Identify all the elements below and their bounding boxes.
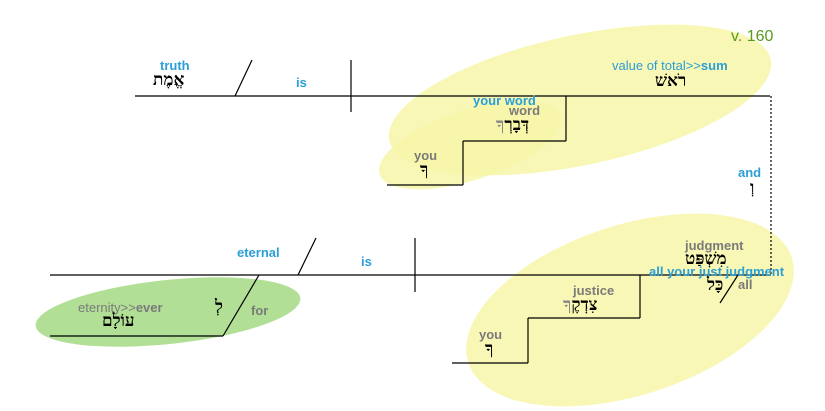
conjunction-hebrew-vav: וְ	[750, 178, 755, 198]
object-english-prefix: eternity>>	[78, 300, 136, 315]
modifier-hebrew-suffix: ךָ	[496, 115, 505, 135]
conjunction-english-and: and	[738, 165, 762, 180]
prep-english-for: for	[251, 303, 269, 318]
highlight-clause2-prep	[35, 277, 301, 347]
predicate-hebrew-rosh: רֹאשׁ	[655, 71, 687, 91]
object-english-bold: ever	[135, 300, 163, 315]
modifier-english-justice: justice	[573, 283, 615, 298]
highlight-clause1-modifier	[379, 100, 561, 190]
possessor-hebrew-2: ךָ	[485, 339, 494, 359]
quant-hebrew-kol: כָּל	[707, 275, 724, 295]
quant-english-all: all	[738, 277, 753, 292]
subject-english-truth: truth	[160, 58, 190, 73]
subject-english-judgment: judgment	[685, 238, 744, 253]
subject-hebrew-mishpat: מִשְׁפַּט	[685, 249, 727, 269]
predicate-english-prefix: value of total>>	[612, 58, 701, 73]
modifier-hebrew-suffix-2: ךָ	[563, 295, 572, 315]
modifier-hebrew-main-2: צִדְקֶ	[571, 295, 598, 315]
object-hebrew-olam: עוֹלָם	[102, 311, 135, 331]
modifier-hebrew-main: דְּבָרְ	[504, 115, 530, 135]
subject-hebrew-emet: אֱמֶת	[153, 70, 185, 90]
object-english: eternity>>ever	[78, 301, 163, 314]
prep-hebrew-le: לְ	[215, 297, 223, 317]
possessor-english-you-1: you	[414, 148, 438, 163]
highlight-clause2-subject	[466, 213, 794, 407]
modifier-english-word: word	[509, 103, 541, 118]
possessor-english-you-2: you	[479, 327, 503, 342]
verb-english-is-1: is	[296, 75, 307, 90]
predicate-english: value of total>>sum	[612, 59, 728, 72]
predicate-english-bold: sum	[700, 58, 728, 73]
modifier-hebrew-devar: דְּבָרְךָ	[496, 117, 529, 134]
predicate-english-eternal: eternal	[237, 245, 280, 260]
possessor-hebrew-1: ךָ	[420, 160, 429, 180]
subject-phrase-english: all your just judgment	[649, 264, 785, 279]
modifier-hebrew-tsidqe: צִדְקֶךָ	[563, 297, 598, 314]
modifier-phrase-your-word: your word	[473, 93, 536, 108]
verse-number: v. 160	[731, 28, 774, 45]
verb-english-is-2: is	[361, 254, 372, 269]
